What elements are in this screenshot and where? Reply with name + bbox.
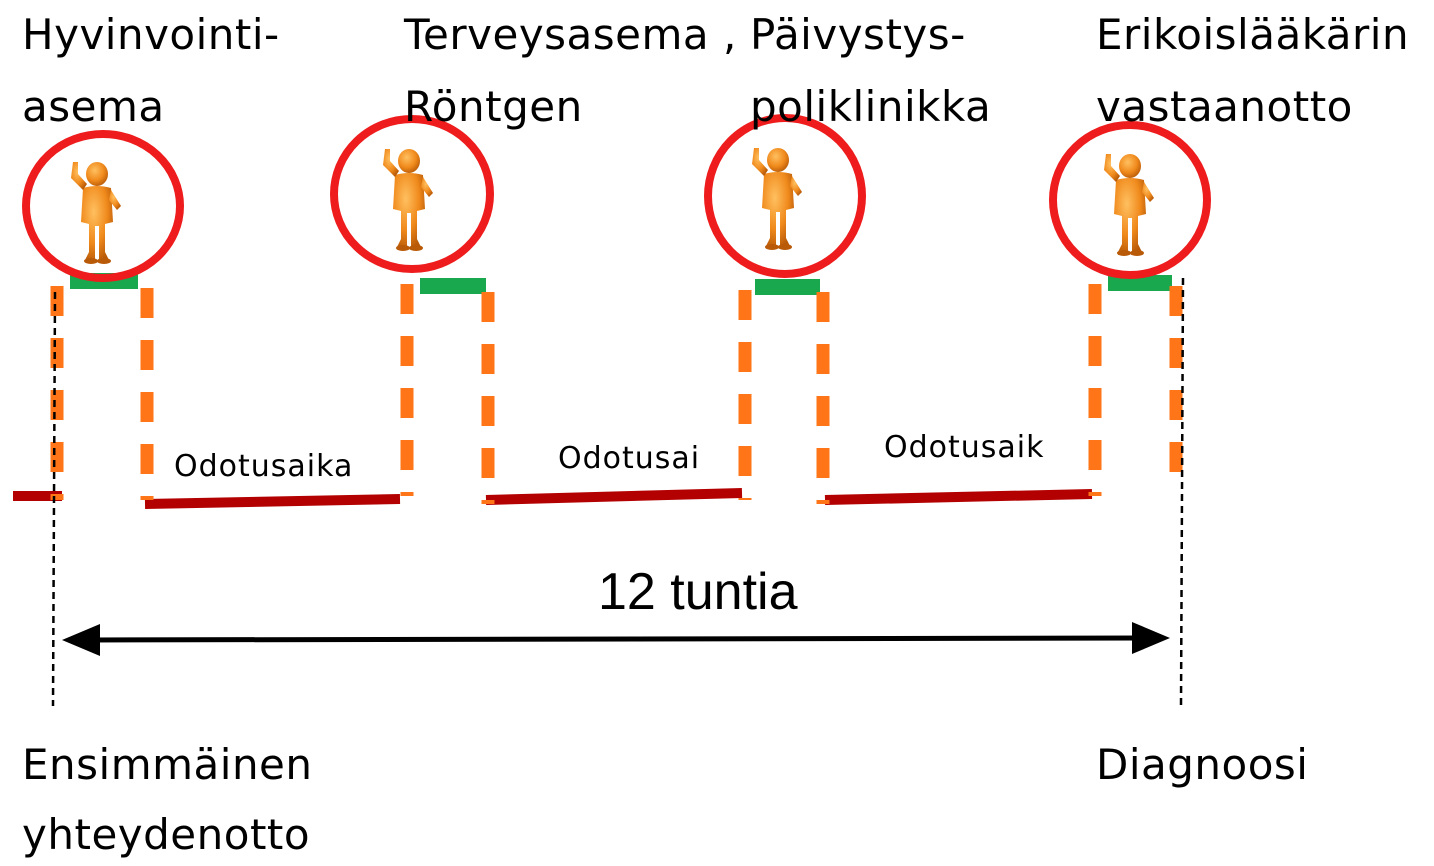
duration-arrow-left-head <box>62 624 100 656</box>
start-label-line1: Ensimmäinen <box>22 740 313 789</box>
start-label-line2: yhteydenotto <box>22 810 311 859</box>
person-thumbs-up-icon <box>383 149 433 251</box>
station-2-label-line1: Terveysasema , <box>404 10 737 59</box>
station-1-label-line1: Hyvinvointi- <box>22 10 280 59</box>
wait-label-1: Odotusaika <box>174 449 354 484</box>
start-marker-line <box>51 291 57 707</box>
wait-label-3: Odotusaik <box>884 430 1045 465</box>
wait-line-3 <box>824 489 1093 505</box>
station-circle-1 <box>22 130 184 282</box>
person-thumbs-up-icon <box>752 148 802 250</box>
station-4-label-line2: vastaanotto <box>1096 82 1353 131</box>
station-2-label-line2: Röntgen <box>404 82 583 131</box>
duration-label: 12 tuntia <box>598 563 798 621</box>
wait-line-2 <box>485 488 743 505</box>
station-circle-4 <box>1049 121 1211 279</box>
station-circle-3 <box>704 114 866 278</box>
station-3-label-line2: poliklinikka <box>750 82 992 131</box>
person-thumbs-up-icon <box>1104 154 1154 256</box>
duration-arrow-shaft <box>89 635 1144 643</box>
person-thumbs-up-icon <box>71 162 121 264</box>
station-4-label-line1: Erikoislääkärin <box>1096 10 1410 59</box>
duration-arrow-right-head <box>1132 622 1170 654</box>
wait-label-2: Odotusai <box>558 441 701 476</box>
end-label: Diagnoosi <box>1096 740 1309 789</box>
station-1-label-line2: asema <box>22 82 165 131</box>
station-circle-2 <box>330 115 494 273</box>
wait-line-1 <box>144 494 401 509</box>
station-3-label-line1: Päivystys- <box>750 10 966 59</box>
